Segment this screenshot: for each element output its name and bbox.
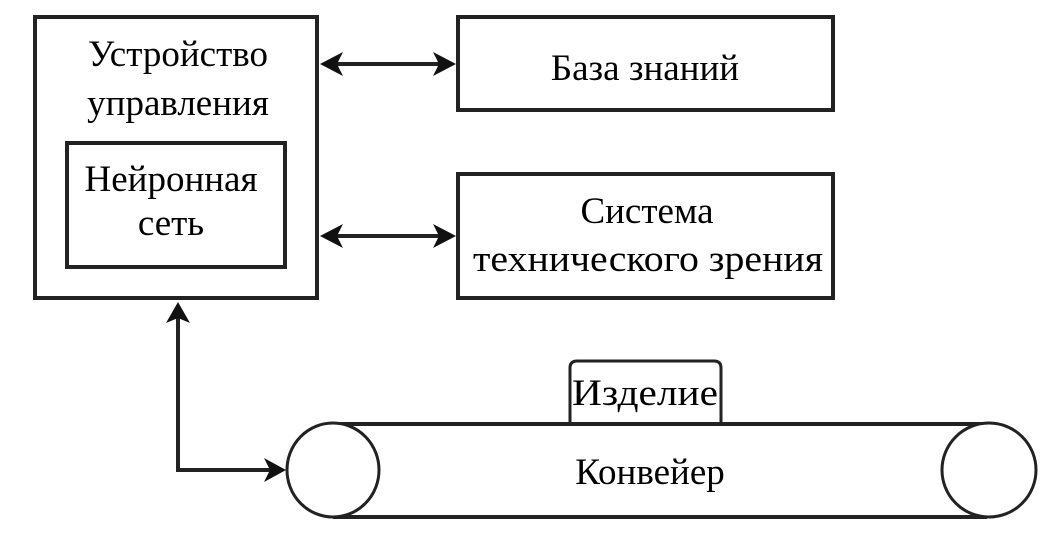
arrowhead-right-icon [264,458,286,482]
conveyor-label: Конвейер [575,452,725,493]
arrowhead-up-icon [166,302,190,323]
arrow-control-vision [320,224,456,248]
product-box [568,359,723,423]
conveyor-left-roller [285,421,381,519]
knowledge-base-label: База знаний [551,48,739,89]
conveyor-right-roller [940,421,1038,519]
arrow-control-knowledge [320,52,456,76]
arrow-line [176,316,272,472]
vision-system-label-line2: технического зрения [473,239,823,280]
vision-system-box [456,172,835,300]
arrowhead-right-icon [433,224,456,248]
neural-network-label-line2: сеть [138,203,204,244]
arrowhead-right-icon [433,52,456,76]
knowledge-base-node: База знаний [456,15,835,112]
control-unit-label-line2: управления [87,83,269,124]
product-node: Изделие [568,359,723,423]
vision-system-node: Система технического зрения [456,172,835,300]
neural-network-label-line1: Нейронная [85,159,258,200]
neural-network-box [65,141,287,269]
vision-system-label-line1: Система [580,191,713,232]
arrow-control-conveyor [166,302,286,482]
arrowhead-left-icon [320,224,343,248]
neural-network-node: Нейронная сеть [65,141,287,269]
product-label: Изделие [572,373,718,414]
knowledge-base-box [456,15,835,112]
conveyor-node: Конвейер [285,421,1038,519]
arrowhead-left-icon [320,52,343,76]
control-unit-label-line1: Устройство [88,34,268,75]
